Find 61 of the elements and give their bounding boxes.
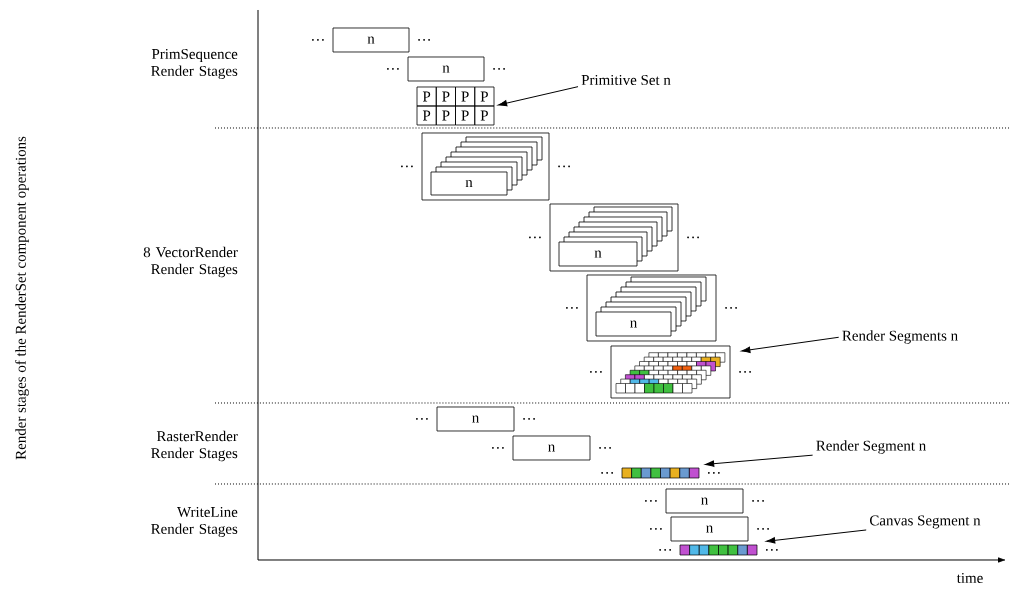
ellipsis: … — [387, 68, 399, 70]
grid-cell: P — [435, 105, 456, 126]
stage-frame — [549, 203, 679, 272]
segment-bar — [621, 467, 700, 479]
stage-box: n — [665, 488, 744, 514]
ellipsis: … — [752, 500, 764, 502]
ellipsis: … — [492, 447, 504, 449]
ellipsis: … — [566, 307, 578, 309]
stage-box: n — [595, 311, 672, 337]
grid-cell: P — [455, 86, 476, 107]
callout-text: Render Segments n — [842, 330, 958, 344]
ellipsis: … — [708, 472, 720, 474]
stage-box: n — [332, 27, 410, 53]
row-label: RasterRender Render Stages — [151, 430, 238, 462]
ellipsis: … — [416, 418, 428, 420]
axis-label: Render stages of the RenderSet component operations — [15, 136, 29, 460]
leader-arrow — [741, 336, 840, 353]
grid-cell: P — [416, 86, 437, 107]
stage-frame — [421, 132, 550, 201]
stage-frame — [610, 345, 731, 399]
leader-arrow — [766, 529, 867, 544]
row-label: PrimSequence Render Stages — [151, 48, 238, 79]
stage-box: n — [558, 241, 638, 267]
ellipsis: … — [401, 165, 413, 168]
ellipsis: … — [418, 39, 430, 41]
grid-cell: P — [474, 86, 495, 107]
ellipsis: … — [312, 39, 324, 41]
callout-text: Render Segment n — [816, 440, 926, 454]
axis-label: time — [956, 573, 983, 583]
ellipsis: … — [645, 500, 657, 502]
callout-text: Primitive Set n — [581, 75, 671, 85]
ellipsis: … — [558, 165, 570, 168]
grid-cell: P — [474, 105, 495, 126]
stage-box: n — [512, 435, 591, 461]
grid-cell: P — [435, 86, 456, 107]
segment-bar — [679, 544, 758, 556]
ellipsis: … — [650, 528, 662, 530]
row-label: 8 VectorRender Render Stages — [143, 246, 238, 278]
leader-arrow — [498, 86, 579, 107]
stage-box: n — [670, 516, 749, 542]
row-label: WriteLine Render Stages — [151, 506, 238, 537]
ellipsis: … — [757, 528, 769, 530]
stage-box: n — [407, 56, 485, 82]
ellipsis: … — [766, 549, 778, 551]
ellipsis: … — [590, 371, 602, 373]
stage-box: n — [430, 171, 508, 196]
ellipsis: … — [523, 418, 535, 420]
stage-frame — [586, 274, 717, 342]
ellipsis: … — [601, 472, 613, 474]
ellipsis: … — [725, 307, 737, 309]
grid-cell: P — [416, 105, 437, 126]
ellipsis: … — [659, 549, 671, 551]
grid-cell: P — [455, 105, 476, 126]
ellipsis: … — [529, 236, 541, 239]
callout-text: Canvas Segment n — [870, 515, 981, 529]
ellipsis: … — [739, 371, 751, 373]
ellipsis: … — [599, 447, 611, 449]
ellipsis: … — [493, 68, 505, 70]
ellipsis: … — [687, 236, 699, 239]
stage-box: n — [436, 406, 515, 432]
leader-arrow — [705, 454, 814, 467]
